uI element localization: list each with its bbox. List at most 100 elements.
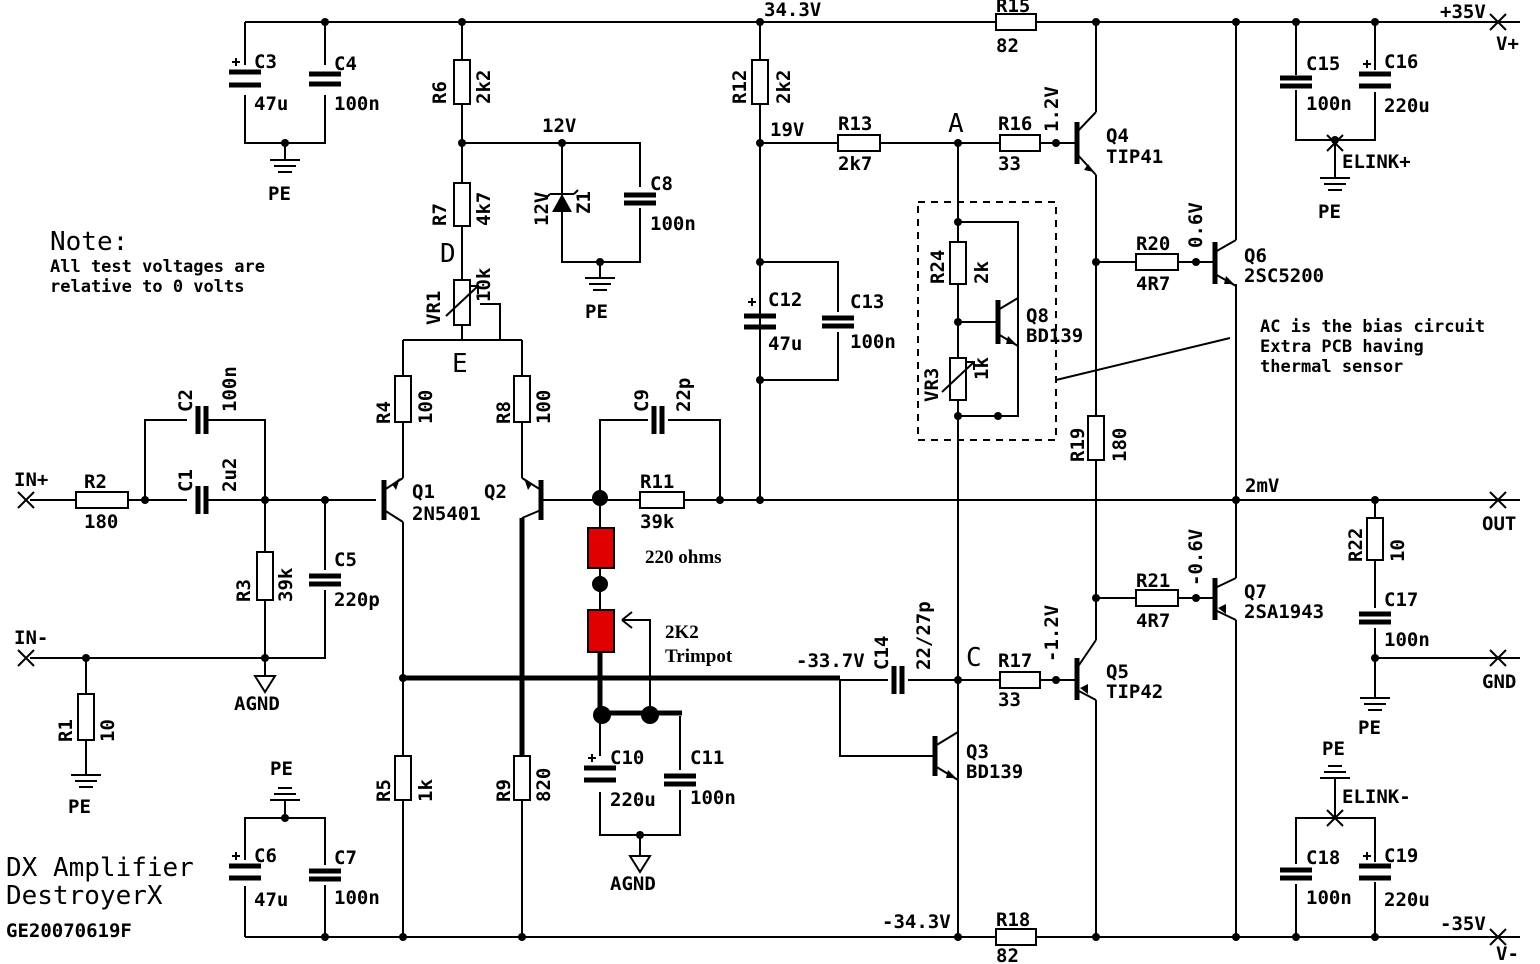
label-c10: C10 [610,747,644,769]
note-heading: Note: [50,227,128,257]
port-gnd: GND [1482,671,1516,693]
label-c7: C7 [334,847,357,869]
label-c15: C15 [1306,53,1340,75]
C16-plates [1359,71,1391,89]
trimpot-2k2 [587,609,615,653]
resistors [75,13,1384,946]
label-c4: C4 [334,53,357,75]
port-v-minus: V- [1496,943,1519,964]
value-c4: 100n [334,93,380,115]
label-vr1: VR1 [423,291,445,325]
C6-plates [229,863,261,881]
port-out: OUT [1482,513,1516,535]
label-r3: R3 [233,579,255,602]
annotation-trimpot: Trimpot [665,646,733,667]
R16-body [999,134,1041,152]
label-c16: C16 [1384,51,1418,73]
label-q7: Q7 [1244,581,1267,603]
value-r15: 82 [996,35,1019,57]
label-q6: Q6 [1244,245,1267,267]
subtitle: DestroyerX [6,881,163,911]
value-r12: 2k2 [773,70,795,104]
label-vr3: VR3 [921,368,943,402]
ports [17,13,1520,946]
R13-body [837,134,881,152]
label-c12: C12 [768,289,802,311]
value-r2: 180 [84,511,118,533]
C10-plates [584,765,616,783]
R19-body [1087,415,1105,461]
voltage-pos-35v: +35V [1440,1,1486,23]
label-q1: Q1 [412,481,435,503]
VR1-body [453,279,471,326]
label-r15: R15 [996,0,1030,17]
value-r22: 10 [1387,539,1409,562]
value-c10: 220u [610,789,656,811]
label-q8: Q8 [1026,305,1049,327]
value-c14: 22/27p [913,601,935,670]
label-r21: R21 [1136,570,1170,592]
C5-plates [309,573,341,587]
label-c9: C9 [631,389,653,412]
gnd-pe-c18: PE [1322,738,1345,760]
elink-minus: ELINK- [1342,786,1411,808]
label-q2: Q2 [484,481,507,503]
label-r20: R20 [1136,233,1170,255]
label-r1: R1 [55,719,77,742]
elink-plus: ELINK+ [1342,151,1411,173]
label-c18: C18 [1306,847,1340,869]
VR3-body [949,357,967,401]
label-c13: C13 [850,291,884,313]
gnd-agnd-r3: AGND [234,693,280,715]
R8-body [513,375,531,423]
label-c2: C2 [175,389,197,412]
value-c6: 47u [254,889,288,911]
C12-plates [744,313,776,330]
value-r13: 2k7 [838,153,872,175]
annotation-220-ohms: 220 ohms [645,547,722,568]
value-c13: 100n [850,331,896,353]
C2-plates [195,406,209,434]
voltage-neg-33-7v: -33.7V [796,650,865,672]
value-c18: 100n [1306,887,1352,909]
label-c6: C6 [254,845,277,867]
note-line1: All test voltages are [50,257,265,277]
value-q6: 2SC5200 [1244,265,1324,287]
voltage-neg-1-2v: -1.2V [1041,605,1063,662]
label-z1: Z1 [573,191,595,214]
value-r19: 180 [1109,428,1131,462]
value-r6: 2k2 [473,70,495,104]
voltage-12v: 12V [542,115,576,137]
bias-circuit-box [917,201,1057,441]
label-c5: C5 [334,549,357,571]
label-c17: C17 [1384,589,1418,611]
label-c8: C8 [650,173,673,195]
label-r17: R17 [998,650,1032,672]
R17-body [999,671,1041,689]
label-r13: R13 [838,113,872,135]
value-q8: BD139 [1026,325,1083,347]
bias-note-line3: thermal sensor [1260,357,1403,377]
value-c12: 47u [768,333,802,355]
label-c1: C1 [175,469,197,492]
annotation-2k2: 2K2 [665,622,699,643]
value-c11: 100n [690,787,736,809]
R12-body [751,59,769,105]
label-r12: R12 [729,70,751,104]
R2-body [75,491,129,509]
value-r7: 4k7 [473,192,495,226]
wires [30,21,1498,938]
transistors [381,111,1237,781]
220-ohm-resistor [587,527,615,569]
port-v-plus: V+ [1496,33,1519,55]
bias-note-line1: AC is the bias circuit [1260,317,1485,337]
drawing-code: GE20070619F [6,920,132,942]
label-c3: C3 [254,51,277,73]
label-c19: C19 [1384,845,1418,867]
value-c19: 220u [1384,889,1430,911]
R18-body [995,928,1037,946]
R22-body [1366,517,1384,561]
value-q5: TIP42 [1106,681,1163,703]
value-q4: TIP41 [1106,146,1163,168]
